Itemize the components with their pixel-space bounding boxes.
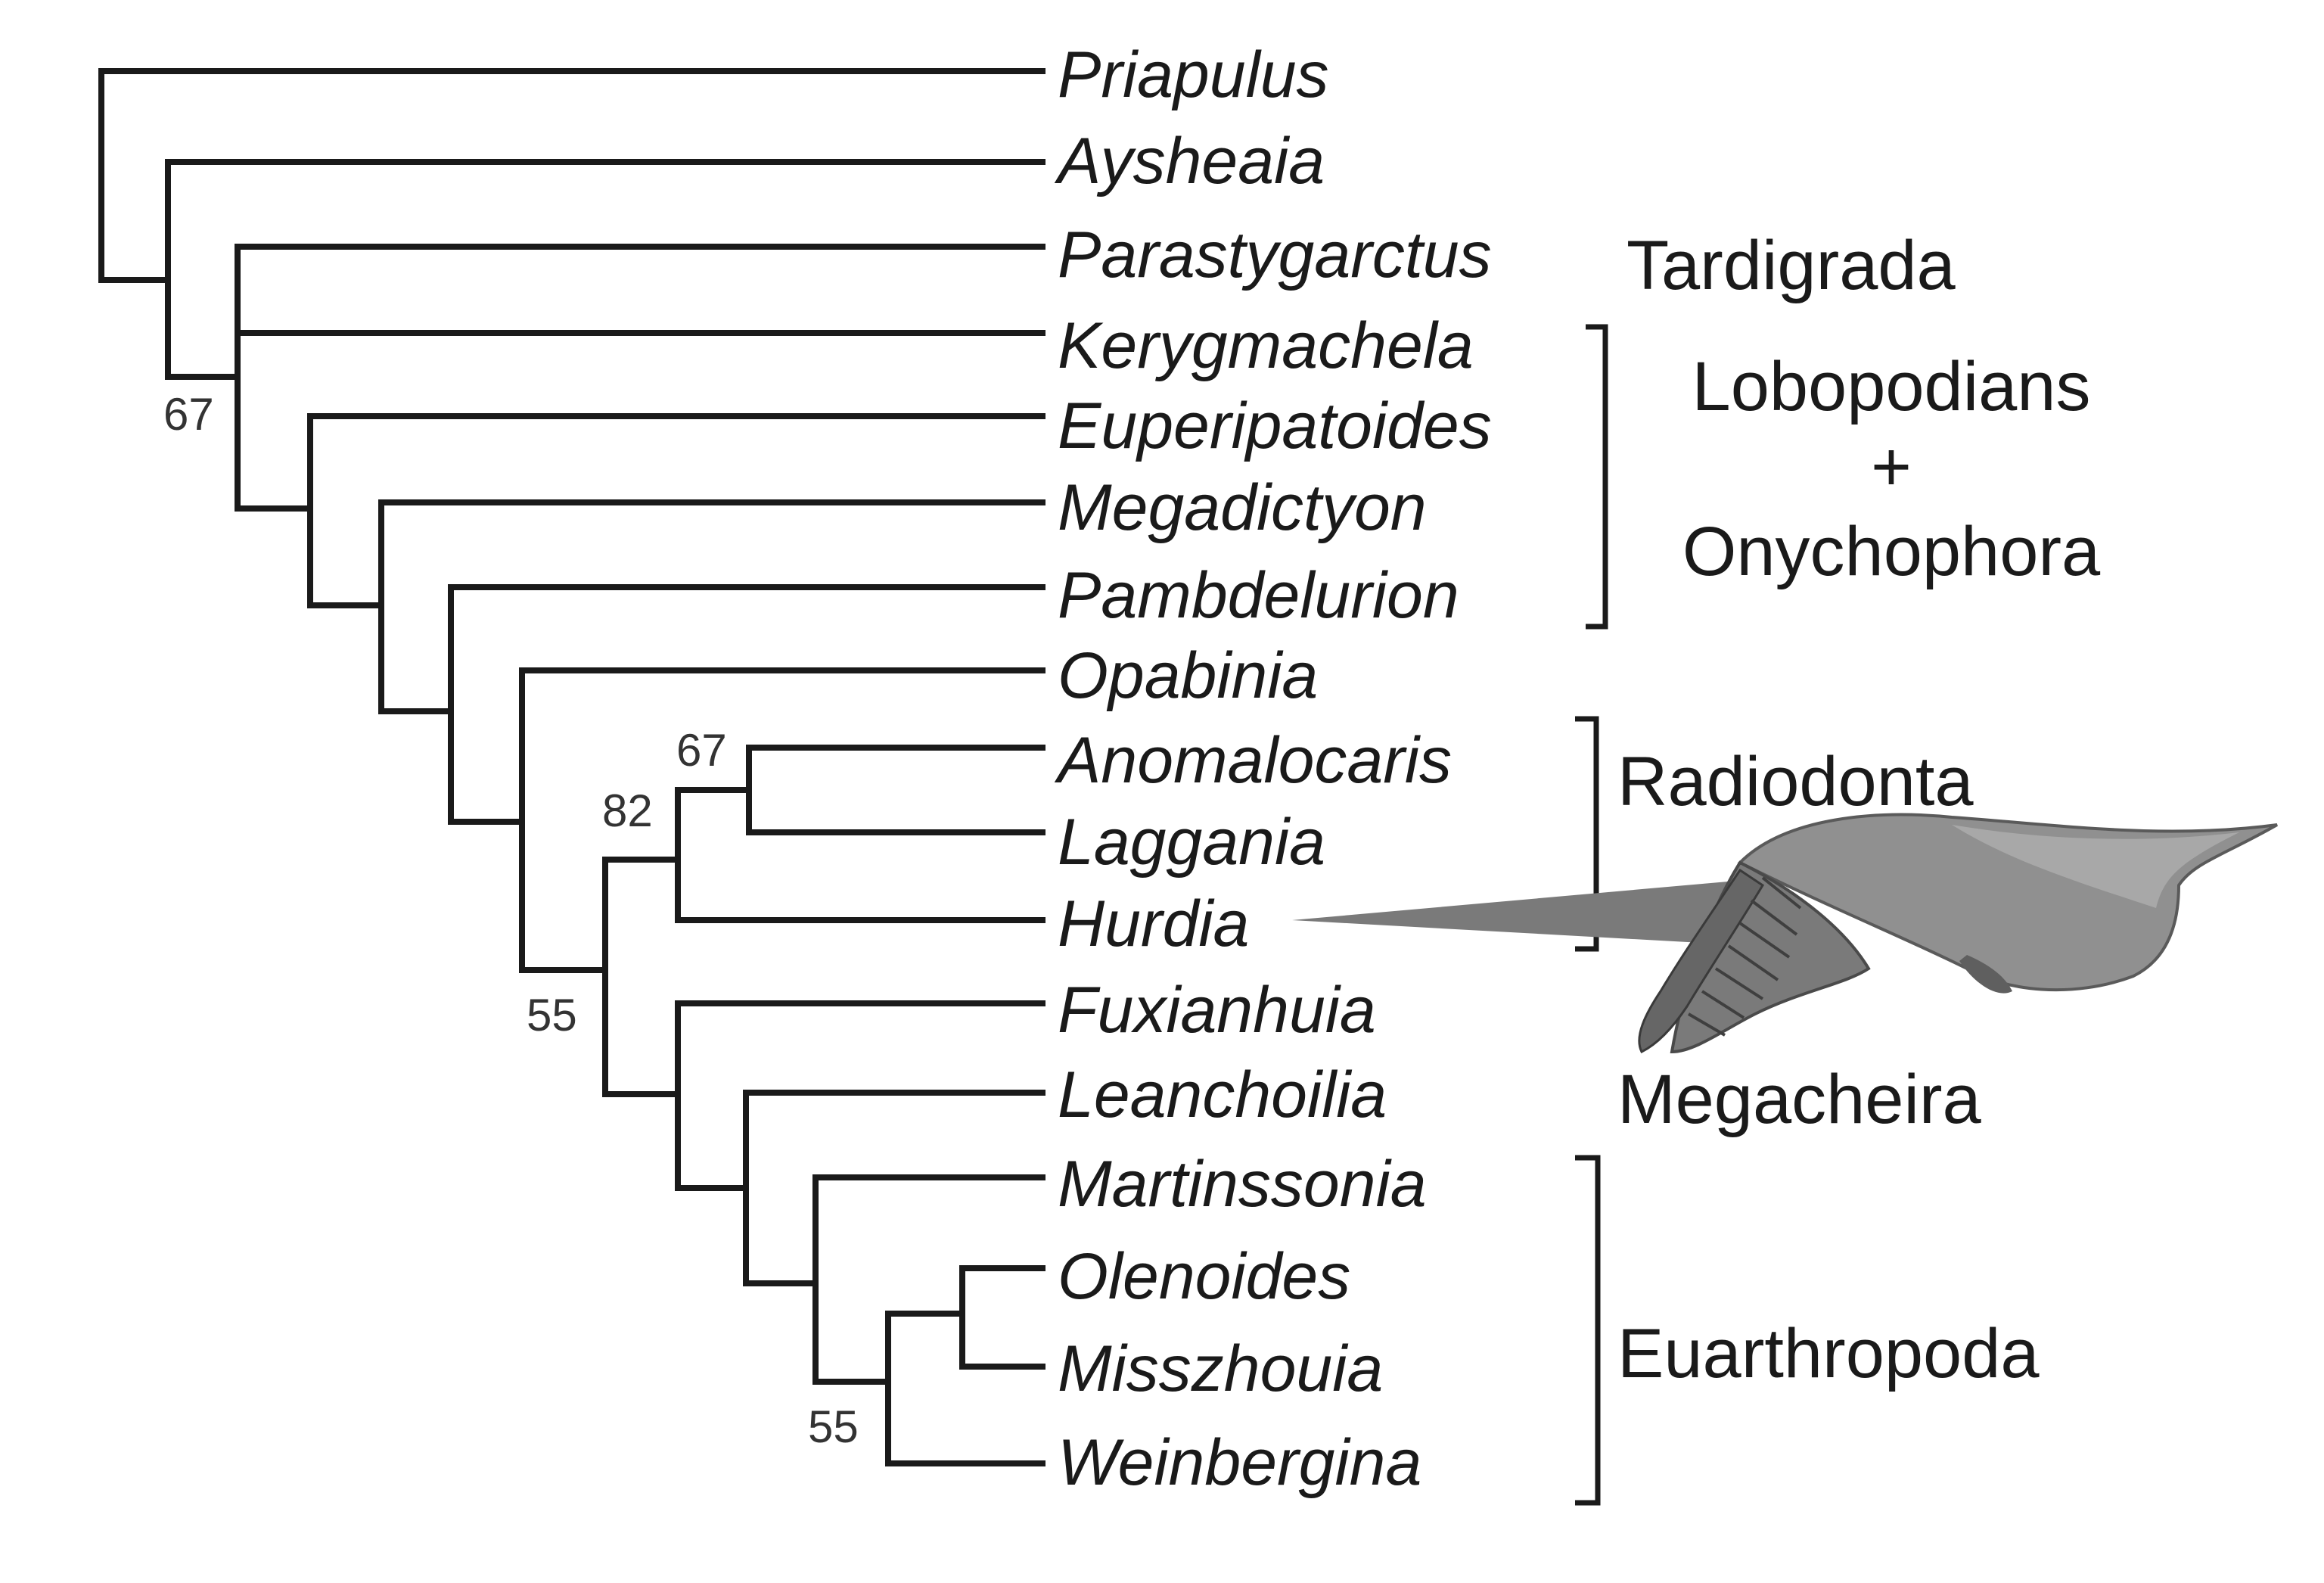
bracket-radiodonta — [1575, 716, 1599, 952]
clade-label-radiodonta: Radiodonta — [1617, 743, 1974, 820]
oral-flap — [1959, 955, 2012, 994]
clade-label-onychophora: Onychophora — [1682, 513, 2101, 590]
taxon-label: Laggania — [1058, 806, 1325, 879]
clade-label-lobopodians: Lobopodians — [1692, 348, 2091, 425]
support-values: 67 67 82 55 55 — [163, 389, 859, 1452]
tree-branches — [98, 68, 1045, 1466]
taxon-labels: Priapulus Aysheaia Parastygarctus Kerygm… — [1054, 39, 1492, 1499]
taxon-label: Parastygarctus — [1058, 219, 1492, 291]
carapace-ridge — [1952, 825, 2239, 908]
support-value: 55 — [808, 1401, 859, 1452]
taxon-label: Opabinia — [1058, 639, 1318, 712]
taxon-label: Pambdelurion — [1058, 559, 1459, 632]
taxon-label: Aysheaia — [1054, 125, 1325, 197]
taxon-label: Martinssonia — [1058, 1148, 1427, 1221]
pointer-wedge — [1292, 878, 1770, 946]
support-value: 55 — [527, 990, 577, 1040]
clade-label-megacheira: Megacheira — [1617, 1061, 1982, 1138]
taxon-label: Weinbergina — [1058, 1426, 1421, 1499]
clade-label-tardigrada: Tardigrada — [1626, 227, 1956, 304]
support-value: 67 — [163, 389, 214, 440]
hurdia-illustration — [1292, 813, 2278, 1054]
taxon-label: Hurdia — [1058, 888, 1249, 960]
taxon-label: Misszhouia — [1058, 1333, 1383, 1405]
taxon-label: Leanchoilia — [1058, 1059, 1387, 1131]
taxon-label: Anomalocaris — [1054, 724, 1452, 797]
taxon-label: Olenoides — [1058, 1240, 1350, 1313]
bracket-lobopodians-onychophora — [1586, 324, 1608, 630]
clade-brackets — [1575, 324, 1608, 1506]
taxon-label: Fuxianhuia — [1058, 974, 1376, 1047]
taxon-label: Euperipatoides — [1058, 390, 1492, 462]
taxon-label: Priapulus — [1058, 39, 1329, 111]
frontal-appendage — [1638, 868, 1765, 1054]
body-segments — [1687, 876, 1802, 1037]
clade-labels: Tardigrada Lobopodians + Onychophora Rad… — [1617, 227, 2101, 1392]
support-value: 82 — [602, 785, 653, 836]
taxon-label: Megadictyon — [1058, 471, 1427, 544]
support-value: 67 — [676, 725, 727, 776]
taxon-label: Kerygmachela — [1058, 309, 1474, 382]
clade-label-euarthropoda: Euarthropoda — [1617, 1315, 2040, 1392]
clade-label-plus: + — [1871, 428, 1912, 505]
bracket-euarthropoda — [1575, 1155, 1601, 1506]
